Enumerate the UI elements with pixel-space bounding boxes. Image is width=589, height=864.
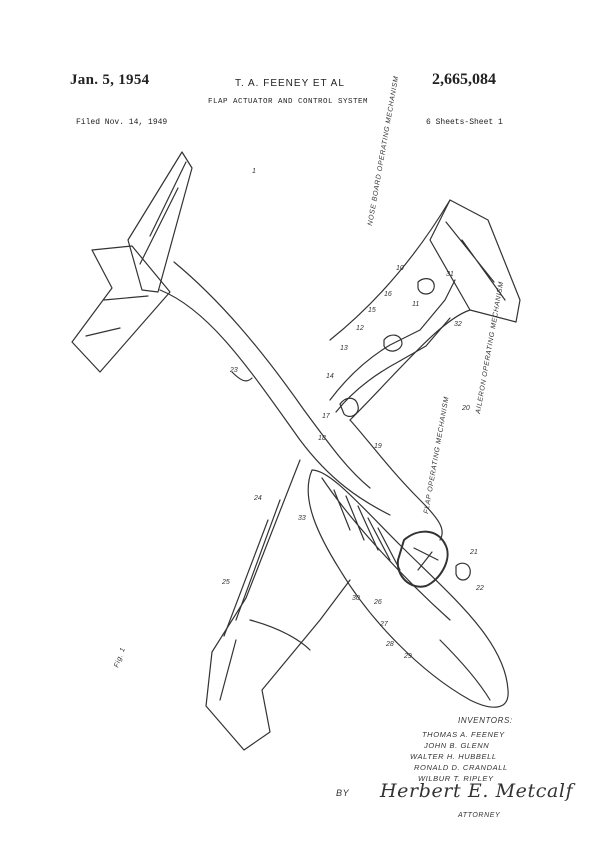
ref-24: 24	[253, 495, 262, 502]
inventor-name-3: WALTER H. HUBBELL	[410, 752, 497, 761]
aileron-callout: AILERON OPERATING MECHANISM	[475, 281, 505, 415]
sheet-count: 6 Sheets-Sheet 1	[426, 118, 503, 127]
ref-21: 21	[469, 549, 478, 556]
horizontal-stabilizer	[71, 245, 171, 373]
ref-22: 22	[475, 585, 484, 592]
ref-33: 33	[298, 515, 306, 522]
inventor-name-4: RONALD D. CRANDALL	[414, 763, 508, 772]
ref-20: 20	[461, 405, 470, 412]
ref-11: 11	[412, 301, 419, 308]
ref-31: 31	[446, 271, 454, 278]
patent-date: Jan. 5, 1954	[70, 72, 150, 88]
ref-23: 23	[229, 367, 238, 374]
inventor-name-1: THOMAS A. FEENEY	[422, 730, 505, 739]
ref-17: 17	[322, 413, 331, 420]
top-mark: 1	[252, 168, 256, 175]
inventors-label: INVENTORS:	[458, 716, 513, 725]
fuselage-top	[159, 289, 391, 516]
by-label: BY	[336, 788, 350, 798]
ref-30: 30	[352, 595, 360, 602]
ref-25: 25	[221, 579, 230, 586]
ref-10: 10	[396, 265, 404, 272]
ref-28: 28	[385, 641, 394, 648]
flap-callout: FLAP OPERATING MECHANISM	[423, 396, 451, 514]
ref-15: 15	[368, 307, 376, 314]
ref-32: 32	[454, 321, 462, 328]
ref-14: 14	[326, 373, 334, 380]
fuselage-bottom	[173, 261, 371, 489]
vertical-fin	[127, 151, 193, 293]
figure-label: Fig. 1	[113, 646, 127, 668]
ref-19: 19	[374, 443, 382, 450]
nose-pod	[307, 469, 509, 708]
ref-26: 26	[373, 599, 382, 606]
control-linkage	[329, 279, 456, 401]
ref-16: 16	[384, 291, 392, 298]
ref-29: 29	[403, 653, 412, 660]
right-wing	[429, 199, 521, 323]
nose-board-callout: NOSE BOARD OPERATING MECHANISM	[367, 75, 400, 226]
patent-title: FLAP ACTUATOR AND CONTROL SYSTEM	[208, 98, 369, 106]
attorney-label: ATTORNEY	[458, 812, 501, 819]
inventor-name-5: WILBUR T. RIPLEY	[418, 774, 494, 783]
ref-12: 12	[356, 325, 364, 332]
ref-27: 27	[379, 621, 389, 628]
patent-number: 2,665,084	[432, 71, 496, 88]
filed-date: Filed Nov. 14, 1949	[76, 118, 168, 127]
attorney-signature: Herbert E. Metcalf	[380, 780, 574, 802]
inventor-name-2: JOHN B. GLENN	[424, 741, 490, 750]
inventor-header: T. A. FEENEY ET AL	[235, 78, 345, 89]
left-wing	[205, 459, 351, 751]
ref-18: 18	[318, 435, 326, 442]
reference-numbers: 10 11 12 13 14 15 16 17 18 19 20 21 22 2…	[221, 265, 484, 660]
ref-13: 13	[340, 345, 348, 352]
